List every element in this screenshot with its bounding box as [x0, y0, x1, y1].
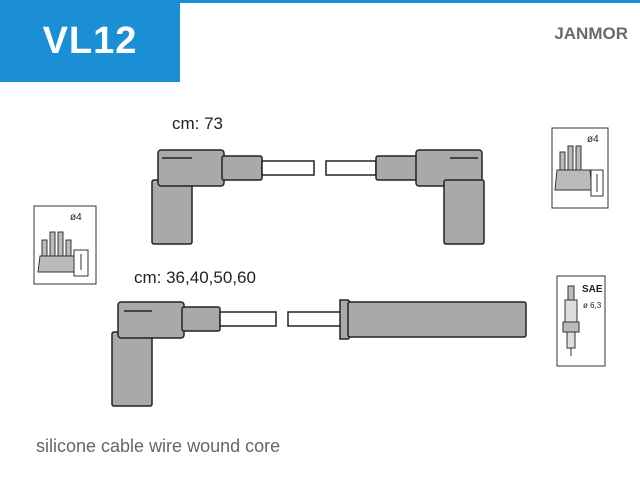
- cable-2-straight-boot: [287, 299, 527, 340]
- distributor-right-label: ø4: [587, 134, 599, 145]
- brand-name: JANMOR: [554, 24, 628, 43]
- product-code-box: VL12: [0, 0, 180, 82]
- header-rule: [180, 0, 640, 3]
- product-code: VL12: [42, 19, 138, 62]
- product-description: silicone cable wire wound core: [36, 436, 281, 456]
- cable-2-length: cm: 36,40,50,60: [134, 268, 256, 287]
- cable-1-right-boot: [325, 149, 485, 245]
- distributor-cap-icon-right: [551, 127, 609, 209]
- cable-1-length: cm: 73: [172, 114, 224, 133]
- cable-1-left-boot: [151, 149, 315, 245]
- distributor-left-label: ø4: [70, 212, 82, 223]
- spark-plug-sublabel: ø 6,3: [583, 301, 602, 310]
- cable-2-left-boot: [111, 301, 277, 407]
- spark-plug-icon: [556, 275, 606, 367]
- distributor-cap-icon-left: [33, 205, 97, 285]
- spark-plug-label: SAE: [582, 284, 603, 295]
